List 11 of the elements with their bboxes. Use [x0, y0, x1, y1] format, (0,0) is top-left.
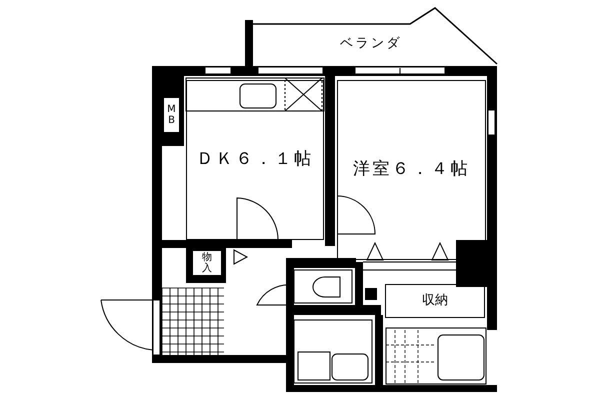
closet-area [385, 284, 485, 318]
room-label: MB [166, 104, 176, 126]
room-label: ベランダ [340, 35, 402, 54]
room-area [186, 80, 324, 240]
storage-area [192, 250, 222, 276]
room-label: 収納 [422, 292, 448, 310]
room-label: 物入 [202, 252, 212, 274]
room-area [337, 80, 486, 260]
storage-area [163, 97, 180, 133]
room-label: ＤＫ６．１帖 [196, 148, 314, 172]
room-label: 洋室６．４帖 [352, 158, 470, 182]
